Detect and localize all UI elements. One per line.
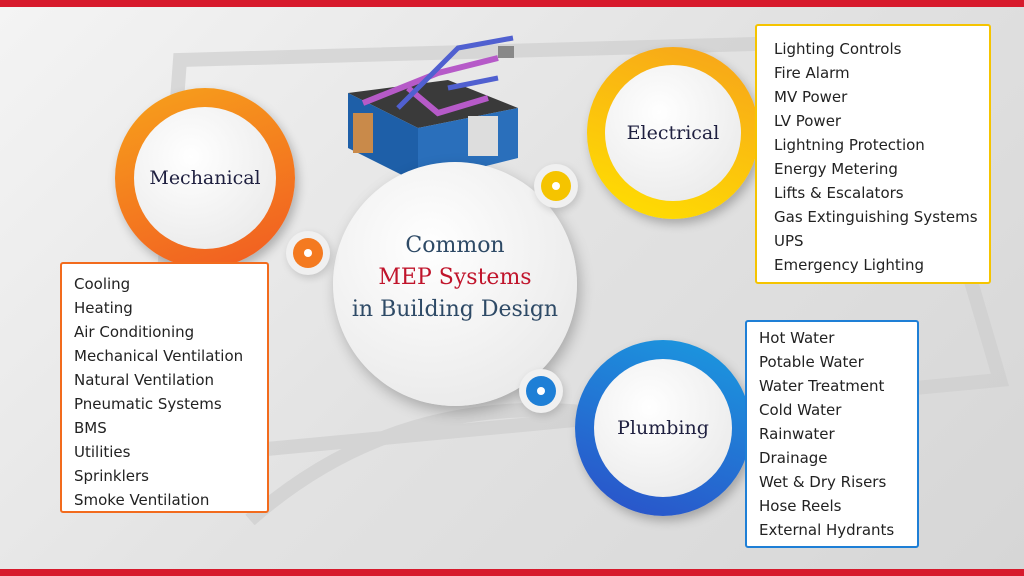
mechanical-label: Mechanical bbox=[149, 167, 261, 189]
list-item: Wet & Dry Risers bbox=[759, 473, 887, 491]
list-item: Cooling bbox=[74, 275, 131, 293]
mechanical-circle: Mechanical bbox=[134, 107, 276, 249]
mechanical-connector-dot bbox=[293, 238, 323, 268]
list-item: External Hydrants bbox=[759, 521, 895, 539]
list-item: Energy Metering bbox=[774, 160, 898, 178]
list-item: Mechanical Ventilation bbox=[74, 347, 244, 365]
list-item: Drainage bbox=[759, 449, 828, 467]
mechanical-list-box: Cooling Heating Air Conditioning Mechani… bbox=[60, 262, 269, 513]
title-line-1: Common bbox=[405, 233, 505, 258]
list-item: BMS bbox=[74, 419, 107, 437]
electrical-circle: Electrical bbox=[605, 65, 741, 201]
plumbing-label: Plumbing bbox=[617, 417, 709, 439]
list-item: Natural Ventilation bbox=[74, 371, 215, 389]
list-item: Heating bbox=[74, 299, 133, 317]
list-item: Lighting Controls bbox=[774, 40, 902, 58]
list-item: Lifts & Escalators bbox=[774, 184, 904, 202]
list-item: Rainwater bbox=[759, 425, 835, 443]
title-line-2: MEP Systems bbox=[378, 265, 532, 290]
list-item: Gas Extinguishing Systems bbox=[774, 208, 978, 226]
list-item: Pneumatic Systems bbox=[74, 395, 222, 413]
list-item: Air Conditioning bbox=[74, 323, 195, 341]
title-line-3: in Building Design bbox=[351, 297, 559, 322]
electrical-label: Electrical bbox=[626, 122, 720, 144]
electrical-list-box: Lighting Controls Fire Alarm MV Power LV… bbox=[755, 24, 991, 284]
list-item: UPS bbox=[774, 232, 804, 250]
list-item: MV Power bbox=[774, 88, 848, 106]
list-item: Hose Reels bbox=[759, 497, 842, 515]
list-item: Utilities bbox=[74, 443, 131, 461]
electrical-connector-dot bbox=[541, 171, 571, 201]
plumbing-circle: Plumbing bbox=[594, 359, 732, 497]
center-title-circle: Common MEP Systems in Building Design bbox=[333, 162, 577, 406]
bottom-red-bar bbox=[0, 569, 1024, 576]
plumbing-connector-dot bbox=[526, 376, 556, 406]
list-item: Sprinklers bbox=[74, 467, 149, 485]
list-item: Emergency Lighting bbox=[774, 256, 924, 274]
list-item: Water Treatment bbox=[759, 377, 885, 395]
list-item: Cold Water bbox=[759, 401, 842, 419]
plumbing-list-box: Hot Water Potable Water Water Treatment … bbox=[745, 320, 919, 548]
list-item: LV Power bbox=[774, 112, 842, 130]
list-item: Smoke Ventilation bbox=[74, 491, 210, 509]
list-item: Fire Alarm bbox=[774, 64, 850, 82]
list-item: Lightning Protection bbox=[774, 136, 925, 154]
list-item: Hot Water bbox=[759, 329, 835, 347]
list-item: Potable Water bbox=[759, 353, 864, 371]
top-red-bar bbox=[0, 0, 1024, 7]
